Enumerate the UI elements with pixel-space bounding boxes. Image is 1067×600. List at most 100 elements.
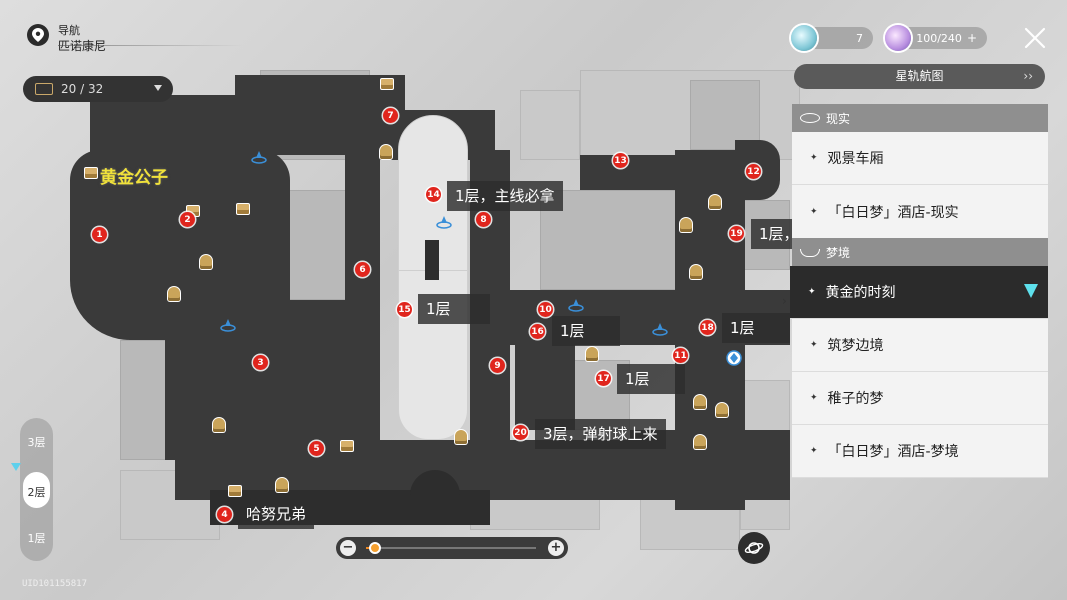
bell-icon[interactable] (716, 403, 728, 417)
place-name: 匹诺康尼 (58, 39, 107, 53)
bell-icon[interactable] (690, 265, 702, 279)
map-pin-11[interactable]: 11 (673, 348, 688, 363)
map-building (540, 190, 680, 290)
floor-selector: 3层 2层 1层 (20, 418, 53, 561)
region-item[interactable]: ✦ 「白日梦」酒店-现实 (792, 185, 1048, 238)
trailblaze-power-pill[interactable]: 100/240 + (885, 25, 987, 51)
chest-icon[interactable] (228, 485, 242, 497)
space-anchor-icon[interactable] (436, 215, 452, 229)
floor-button-2[interactable]: 2层 (23, 472, 50, 508)
map-pin-2[interactable]: 2 (180, 212, 195, 227)
map-floor-area (515, 345, 575, 430)
zoom-slider[interactable]: − + (336, 537, 568, 559)
add-power-icon[interactable]: + (966, 31, 977, 45)
map-pin-10[interactable]: 10 (538, 302, 553, 317)
zoom-handle[interactable] (368, 542, 381, 554)
map-pin-6[interactable]: 6 (355, 262, 370, 277)
map-pin-9[interactable]: 9 (490, 358, 505, 373)
map-pin-1[interactable]: 1 (92, 227, 107, 242)
header-divider (58, 45, 243, 46)
bell-icon[interactable] (200, 255, 212, 269)
map-annotation: 1层 (617, 364, 685, 394)
npc-icon[interactable] (84, 167, 98, 179)
bell-icon[interactable] (380, 145, 392, 159)
floor-button-1[interactable]: 1层 (27, 532, 46, 545)
region-item[interactable]: ✦筑梦边境 (792, 319, 1048, 372)
map-pin-18[interactable]: 18 (700, 320, 715, 335)
bell-icon[interactable] (168, 287, 180, 301)
chevron-right-icon: › (782, 294, 787, 308)
region-item[interactable]: ✦ 观景车厢 (792, 132, 1048, 185)
chest-counter-dropdown[interactable]: 20 / 32 (23, 76, 173, 102)
map-annotation: 3层，弹射球上来 (535, 419, 666, 449)
puzzle-icon[interactable] (380, 78, 394, 90)
map-floor-area (410, 470, 460, 510)
region-item-label: 「白日梦」酒店-现实 (827, 204, 959, 221)
current-floor-indicator-icon (11, 463, 21, 471)
chest-icon (35, 83, 53, 95)
star-rail-map-button[interactable]: 星轨航图 ›› (794, 64, 1045, 89)
map-pin-13[interactable]: 13 (613, 153, 628, 168)
space-anchor-icon[interactable] (568, 298, 584, 312)
location-pin-icon (27, 24, 49, 46)
star-bullet-icon: ✦ (808, 287, 816, 297)
star-bullet-icon: ✦ (810, 206, 818, 217)
zoom-out-button[interactable]: − (340, 540, 356, 556)
zoom-track[interactable] (366, 542, 536, 554)
map-pin-20[interactable]: 20 (513, 425, 528, 440)
chest-counter-value: 20 / 32 (61, 82, 104, 96)
map-pin-12[interactable]: 12 (746, 164, 761, 179)
currency-pill-1[interactable]: 7 (791, 25, 873, 51)
space-anchor-icon[interactable] (251, 150, 267, 164)
close-icon[interactable] (1023, 26, 1047, 50)
map-pin-8[interactable]: 8 (476, 212, 491, 227)
map-floor-area (345, 150, 380, 470)
star-bullet-icon: ✦ (810, 153, 818, 163)
region-item-label: 黄金的时刻 (825, 285, 896, 301)
map-floor-area (90, 95, 250, 165)
bell-icon[interactable] (694, 435, 706, 449)
eye-icon (800, 113, 820, 123)
bell-icon[interactable] (586, 347, 598, 361)
planet-icon[interactable] (738, 532, 770, 564)
region-item-label: 「白日梦」酒店-梦境 (827, 444, 959, 460)
map-annotation: 1层 (552, 316, 620, 346)
map-pin-7[interactable]: 7 (383, 108, 398, 123)
map-pin-4[interactable]: 4 (217, 507, 232, 522)
map-pin-5[interactable]: 5 (309, 441, 324, 456)
npc-label: 黄金公子 (100, 168, 168, 188)
zoom-in-button[interactable]: + (548, 540, 564, 556)
map-pin-14[interactable]: 14 (426, 187, 441, 202)
bell-icon[interactable] (276, 478, 288, 492)
uid-label: UID101155817 (22, 579, 88, 589)
space-anchor-icon[interactable] (220, 318, 236, 332)
chest-icon[interactable] (340, 440, 354, 452)
current-location-marker-icon (1024, 284, 1038, 298)
map-pin-15[interactable]: 15 (397, 302, 412, 317)
region-item-active[interactable]: ✦ 黄金的时刻 (790, 266, 1048, 319)
map-floor-area (425, 240, 439, 280)
map-annotation: 哈努兄弟 (238, 499, 315, 529)
bell-icon[interactable] (694, 395, 706, 409)
region-item[interactable]: ✦「白日梦」酒店-梦境 (792, 425, 1048, 478)
trailblaze-power-value: 100/240 (916, 31, 962, 45)
bell-icon[interactable] (709, 195, 721, 209)
map-pin-19[interactable]: 19 (729, 226, 744, 241)
player-location-icon[interactable] (726, 350, 742, 366)
bell-icon[interactable] (680, 218, 692, 232)
dream-icon (800, 249, 820, 257)
puzzle-icon[interactable] (236, 203, 250, 215)
map-pin-16[interactable]: 16 (530, 324, 545, 339)
region-item[interactable]: ✦稚子的梦 (792, 372, 1048, 425)
region-item-label: 观景车厢 (827, 151, 884, 167)
star-rail-map-label: 星轨航图 (895, 69, 944, 83)
map-building (520, 90, 580, 160)
space-anchor-icon[interactable] (652, 322, 668, 336)
region-item-label: 稚子的梦 (827, 391, 884, 407)
floor-button-3[interactable]: 3层 (27, 436, 46, 449)
bell-icon[interactable] (213, 418, 225, 432)
map-pin-3[interactable]: 3 (253, 355, 268, 370)
map-pin-17[interactable]: 17 (596, 371, 611, 386)
bell-icon[interactable] (455, 430, 467, 444)
section-title: 梦境 (826, 245, 851, 260)
